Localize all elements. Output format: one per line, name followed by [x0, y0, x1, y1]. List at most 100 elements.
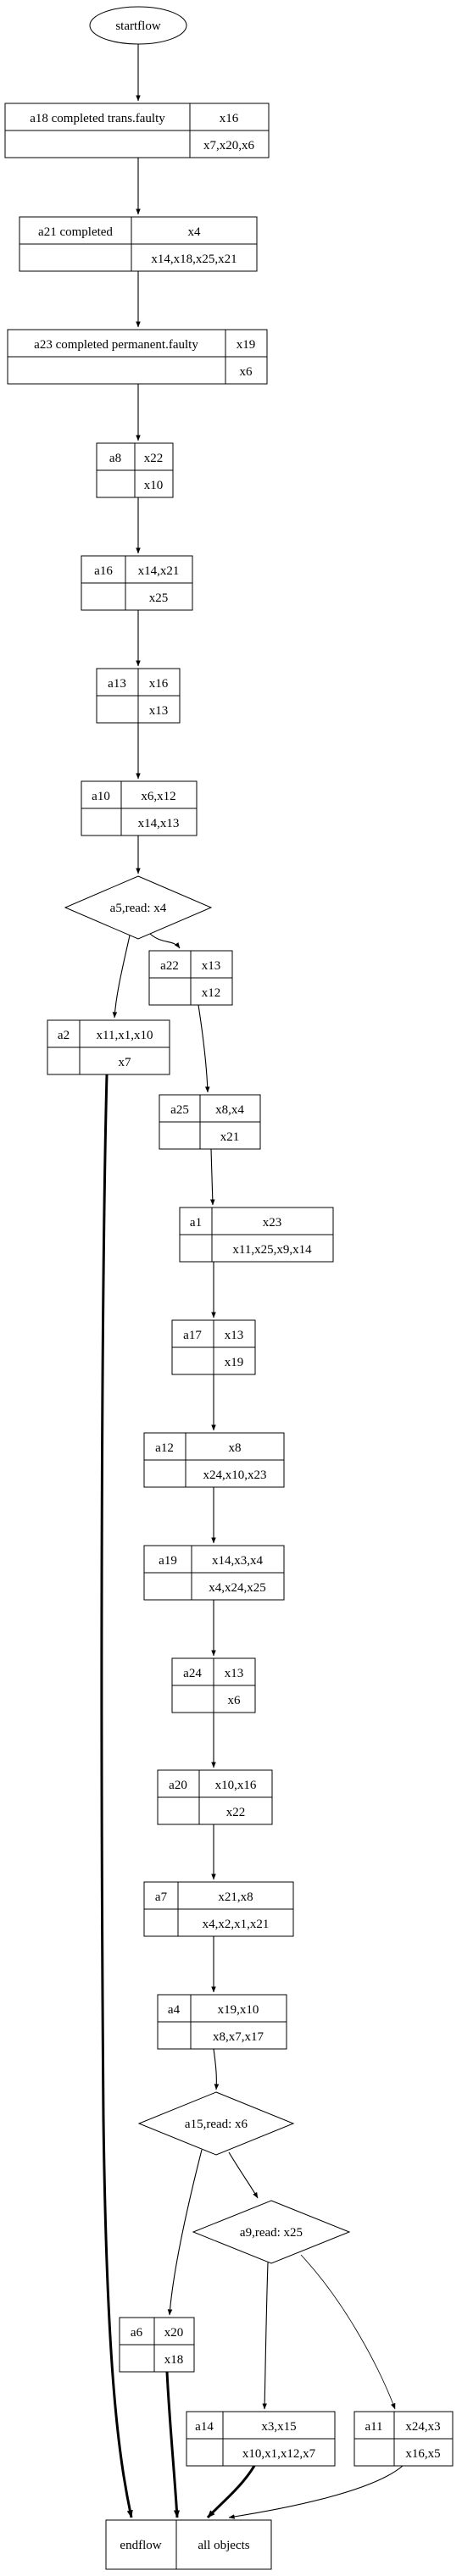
node-bottom-value: x21	[220, 1130, 240, 1144]
node-top-value: x13	[225, 1667, 244, 1680]
edge-a9-to-a11	[300, 2254, 396, 2410]
decision-label: a5,read: x4	[110, 902, 167, 915]
node-top-value: x11,x1,x10	[97, 1029, 153, 1042]
node-top-value: x22	[144, 452, 164, 465]
node-top-value: x10,x16	[215, 1779, 257, 1792]
record-node-a13: a13 x16 x13	[96, 668, 181, 724]
edge-a9-to-a14	[262, 2262, 269, 2410]
node-name: a21 completed	[38, 225, 113, 239]
node-top-value: x23	[263, 1216, 282, 1230]
record-node-a19: a19 x14,x3,x4 x4,x24,x25	[143, 1545, 285, 1601]
node-name: a19	[159, 1554, 177, 1568]
node-bottom-value: x22	[226, 1806, 246, 1819]
node-top-value: x16	[149, 677, 169, 691]
end-node-label-left: endflow	[120, 2539, 161, 2552]
node-top-value: x19,x10	[218, 2003, 259, 2017]
end-node-label-right: all objects	[198, 2539, 249, 2552]
node-bottom-value: x7,x20,x6	[203, 139, 255, 153]
record-node-a1: a1 x23 x11,x25,x9,x14	[179, 1207, 334, 1263]
edge-a15-to-a6	[167, 2149, 203, 2316]
node-top-value: x4	[188, 225, 202, 239]
end-node: endflow all objects	[105, 2519, 272, 2570]
decision-node-a9: a9,read: x25	[192, 2200, 351, 2264]
node-top-value: x13	[202, 959, 221, 973]
record-node-a7: a7 x21,x8 x4,x2,x1,x21	[143, 1881, 294, 1937]
node-bottom-value: x7	[119, 1056, 132, 1069]
node-bottom-value: x6	[240, 365, 253, 379]
edge-a5-to-a22	[149, 933, 181, 949]
record-node-a24: a24 x13 x6	[171, 1657, 256, 1713]
node-name: a11	[365, 2420, 382, 2434]
node-name: a7	[155, 1890, 168, 1904]
record-node-a2: a2 x11,x1,x10 x7	[47, 1019, 170, 1075]
record-node-a17: a17 x13 x19	[171, 1319, 256, 1375]
node-bottom-value: x18	[164, 2353, 184, 2367]
node-name: a14	[195, 2420, 214, 2434]
node-name: a8	[109, 452, 121, 465]
decision-node-a15: a15,read: x6	[137, 2091, 295, 2156]
edge-a11-to-end	[228, 2465, 404, 2519]
edge-a14-to-end	[206, 2465, 256, 2519]
node-name: a24	[183, 1667, 202, 1680]
node-top-value: x13	[225, 1329, 244, 1342]
record-node-a11: a11 x24,x3 x16,x5	[353, 2411, 454, 2467]
node-name: a4	[168, 2003, 181, 2017]
node-name: a12	[155, 1441, 174, 1455]
node-top-value: x3,x15	[261, 2420, 296, 2434]
edge-a22-to-a25	[198, 1004, 210, 1093]
record-node-a14: a14 x3,x15 x10,x1,x12,x7	[186, 2411, 336, 2467]
edge-a5-to-a2	[112, 935, 131, 1019]
node-name: a13	[108, 677, 126, 691]
node-bottom-value: x16,x5	[405, 2447, 440, 2461]
record-node-a16: a16 x14,x21 x25	[81, 555, 193, 611]
node-bottom-value: x12	[202, 986, 221, 1000]
record-node-a10: a10 x6,x12 x14,x13	[81, 780, 198, 836]
node-name: a18 completed trans.faulty	[30, 112, 165, 125]
node-name: a6	[131, 2326, 143, 2340]
node-name: a23 completed permanent.faulty	[34, 338, 198, 352]
node-bottom-value: x4,x2,x1,x21	[203, 1918, 270, 1931]
decision-node-a5: a5,read: x4	[64, 875, 213, 940]
node-top-value: x8,x4	[215, 1103, 244, 1117]
node-top-value: x20	[164, 2326, 184, 2340]
node-bottom-value: x25	[149, 591, 169, 605]
node-top-value: x21,x8	[218, 1890, 253, 1904]
record-node-a20: a20 x10,x16 x22	[157, 1769, 273, 1825]
record-node-a4: a4 x19,x10 x8,x7,x17	[157, 1994, 287, 2050]
edge-a25-to-a1	[209, 1148, 215, 1206]
node-top-value: x8	[229, 1441, 242, 1455]
decision-label: a15,read: x6	[185, 2118, 248, 2131]
record-node-a12: a12 x8 x24,x10,x23	[143, 1432, 285, 1488]
start-node: startflow	[89, 6, 187, 45]
node-bottom-value: x13	[149, 704, 169, 718]
record-node-a18: a18 completed trans.faulty x16 x7,x20,x6	[4, 103, 270, 158]
node-top-value: x14,x3,x4	[212, 1554, 264, 1568]
node-name: a10	[92, 790, 110, 803]
node-bottom-value: x8,x7,x17	[213, 2030, 264, 2044]
edges-layer	[100, 44, 404, 2519]
node-name: a16	[94, 564, 113, 578]
record-node-a6: a6 x20 x18	[119, 2317, 195, 2373]
node-name: a20	[169, 1779, 187, 1792]
node-top-value: x6,x12	[141, 790, 175, 803]
start-node-label: startflow	[115, 19, 160, 33]
node-name: a1	[190, 1216, 202, 1230]
edge-a4-to-a15	[213, 2048, 220, 2090]
node-top-value: x16	[220, 112, 239, 125]
node-name: a17	[183, 1329, 202, 1342]
node-bottom-value: x19	[225, 1356, 244, 1369]
node-name: a2	[58, 1029, 70, 1042]
node-bottom-value: x10	[144, 479, 164, 492]
edge-a15-to-a9	[228, 2151, 259, 2199]
edge-a6-to-end	[165, 2371, 181, 2518]
node-top-value: x19	[237, 338, 256, 352]
node-top-value: x24,x3	[405, 2420, 440, 2434]
node-bottom-value: x10,x1,x12,x7	[242, 2447, 316, 2461]
record-node-a22: a22 x13 x12	[148, 950, 233, 1006]
record-node-a25: a25 x8,x4 x21	[159, 1094, 261, 1150]
node-bottom-value: x11,x25,x9,x14	[232, 1243, 312, 1257]
node-name: a25	[170, 1103, 189, 1117]
node-bottom-value: x6	[228, 1694, 242, 1707]
record-node-a21: a21 completed x4 x14,x18,x25,x21	[19, 216, 258, 272]
